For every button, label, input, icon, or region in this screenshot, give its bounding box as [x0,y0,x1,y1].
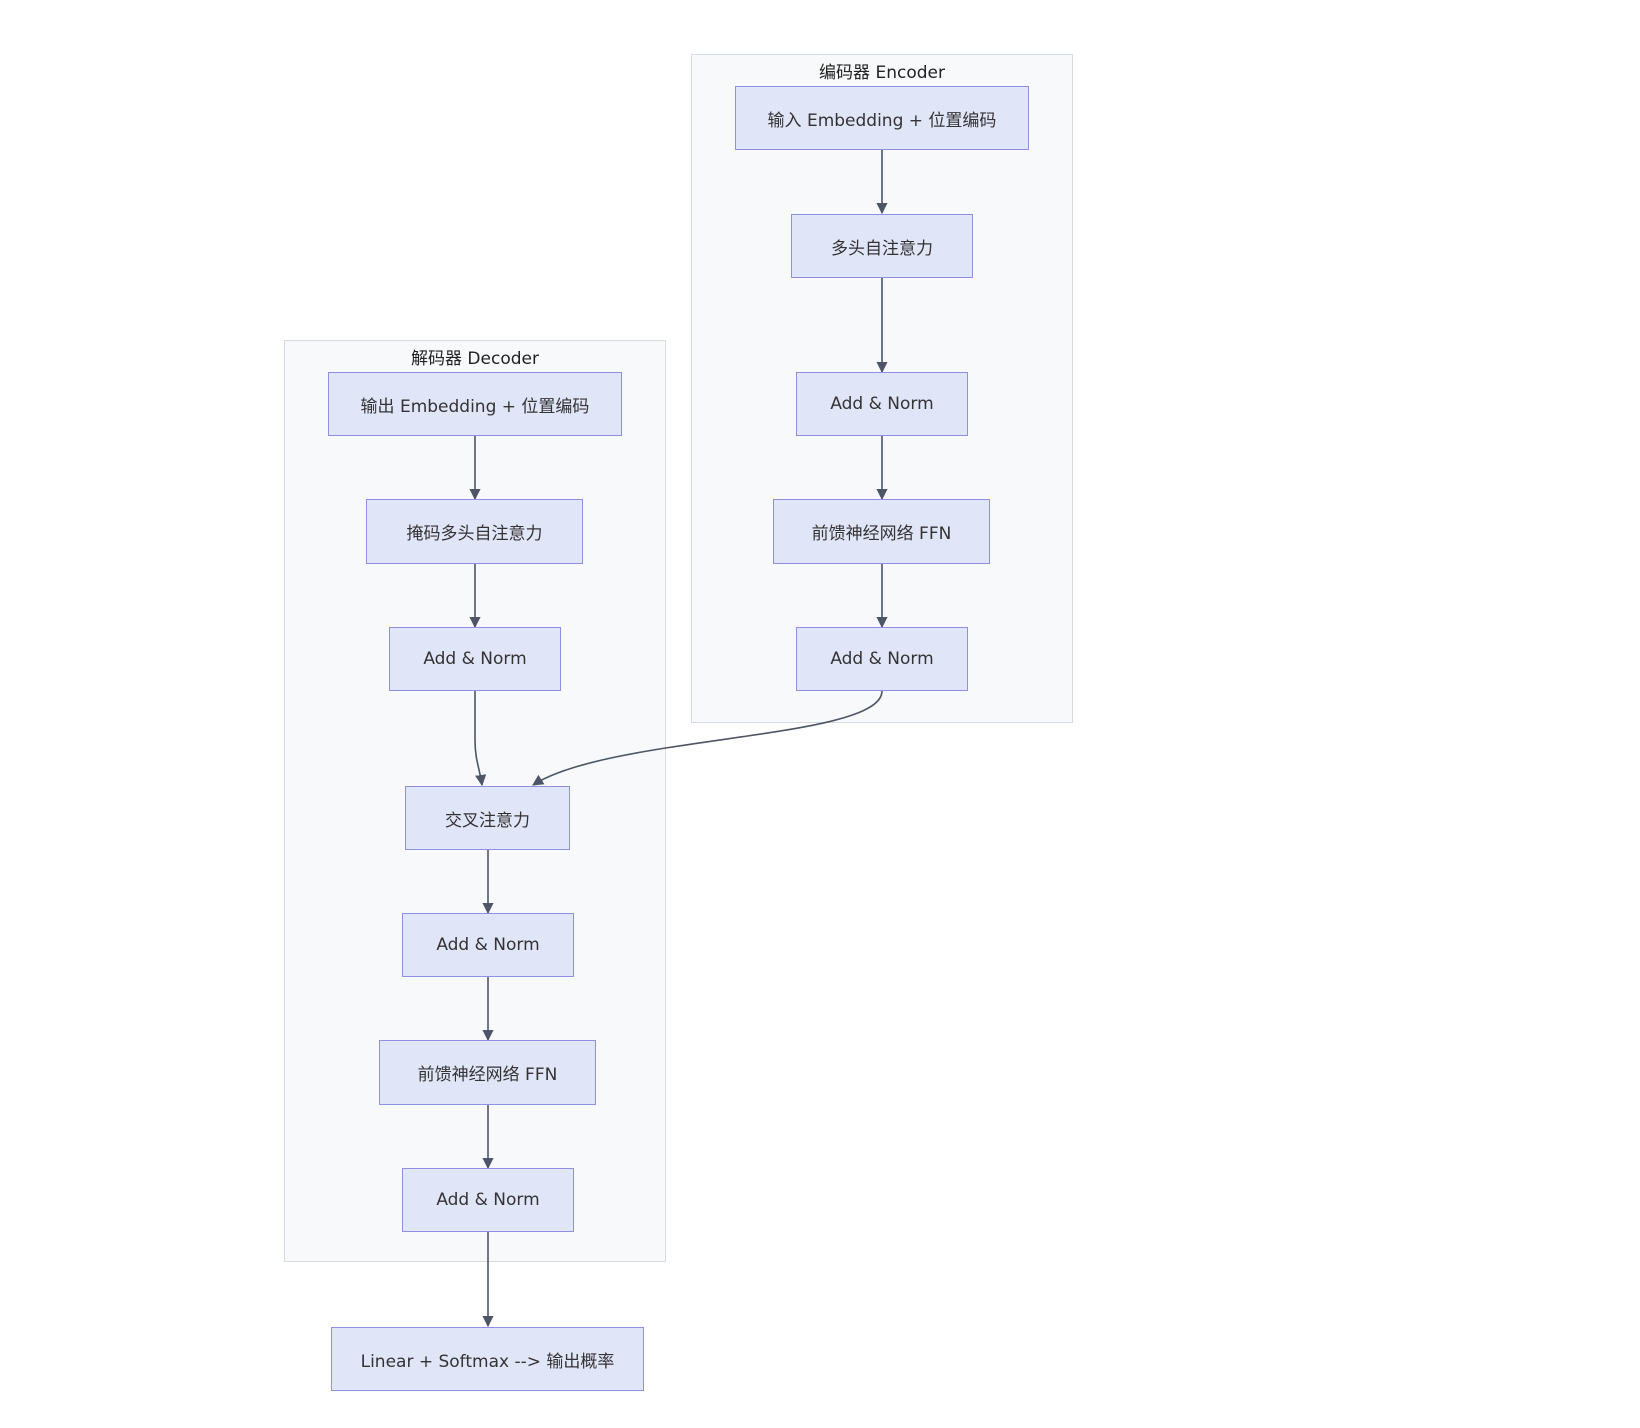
node-decoder-add-norm-3: Add & Norm [402,1168,574,1232]
node-linear-softmax-output: Linear + Softmax --> 输出概率 [331,1327,644,1391]
node-decoder-cross-attention: 交叉注意力 [405,786,570,850]
node-decoder-ffn: 前馈神经网络 FFN [379,1040,596,1105]
node-encoder-ffn: 前馈神经网络 FFN [773,499,990,564]
node-encoder-input-embedding: 输入 Embedding + 位置编码 [735,86,1029,150]
decoder-cluster-title: 解码器 Decoder [411,349,539,369]
node-decoder-add-norm-2: Add & Norm [402,913,574,977]
encoder-cluster-title: 编码器 Encoder [819,63,945,83]
node-decoder-output-embedding: 输出 Embedding + 位置编码 [328,372,622,436]
node-decoder-masked-self-attention: 掩码多头自注意力 [366,499,583,564]
node-encoder-add-norm-2: Add & Norm [796,627,968,691]
edge-enc-norm2-to-dec-cross [532,690,883,786]
node-encoder-add-norm-1: Add & Norm [796,372,968,436]
node-encoder-multihead-self-attention: 多头自注意力 [791,214,973,278]
node-decoder-add-norm-1: Add & Norm [389,627,561,691]
edge-dec-norm1-to-dec-cross [474,691,487,787]
